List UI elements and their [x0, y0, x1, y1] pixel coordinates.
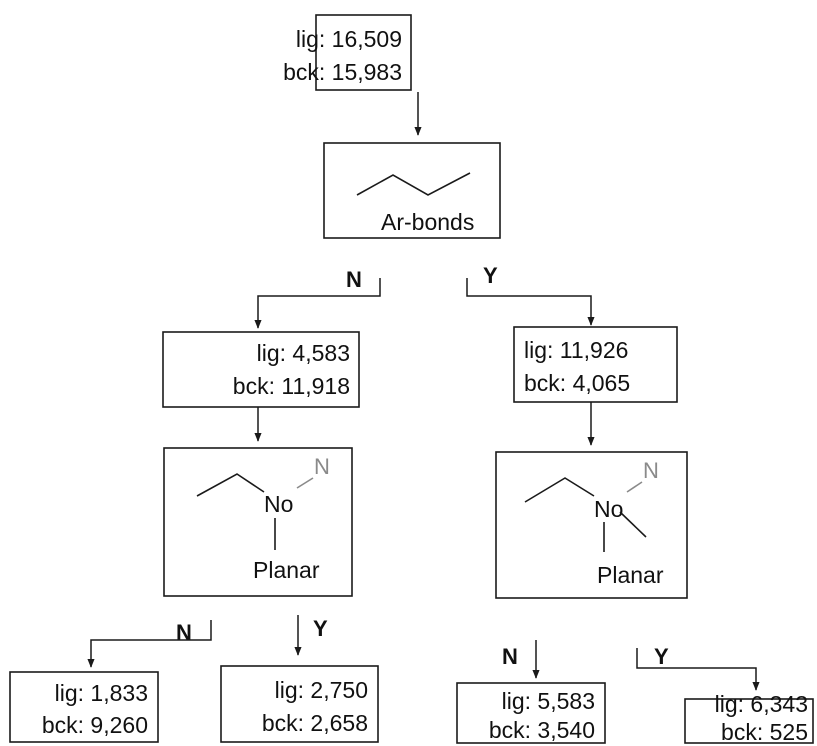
- planar-right-atom: No: [594, 496, 623, 522]
- right-lig: lig: 11,926: [524, 337, 628, 363]
- planar-right-diag-bond: [619, 511, 647, 538]
- branch-label-yes-right: Y: [654, 644, 669, 669]
- edge-ar-yes: [466, 278, 595, 326]
- left-bck: bck: 11,918: [233, 373, 350, 399]
- planar-left-atom: No: [264, 491, 293, 517]
- right-node: lig: 11,926 bck: 4,065: [513, 326, 678, 403]
- rr-bck: bck: 525: [721, 719, 808, 745]
- leaf-node-ll: lig: 1,833 bck: 9,260: [9, 671, 159, 743]
- leaf-node-lr: lig: 2,750 bck: 2,658: [220, 665, 379, 743]
- root-lig: lig: 16,509: [296, 26, 402, 52]
- edge-right-yes: [636, 648, 760, 691]
- planar-left-grey-bond: [296, 477, 314, 489]
- branch-label-no-left: N: [176, 620, 192, 645]
- branch-label-yes: Y: [483, 263, 498, 288]
- planar-left-label: Planar: [253, 557, 320, 583]
- rr-lig: lig: 6,343: [715, 691, 808, 717]
- ar-bonds-split: Ar-bonds: [323, 142, 501, 239]
- branch-label-yes-left: Y: [313, 616, 328, 641]
- lr-lig: lig: 2,750: [275, 677, 368, 703]
- edge-left-no: [87, 620, 212, 668]
- planar-left-neighbor: N: [314, 454, 330, 479]
- branch-label-no: N: [346, 267, 362, 292]
- planar-right-split: No N Planar: [495, 451, 688, 599]
- leaf-node-rr: lig: 6,343 bck: 525: [684, 691, 814, 745]
- leaf-node-rl: lig: 5,583 bck: 3,540: [456, 682, 606, 744]
- root-node: lig: 16,509 bck: 15,983: [283, 14, 412, 91]
- ar-bonds-label: Ar-bonds: [381, 209, 474, 235]
- rl-lig: lig: 5,583: [502, 688, 595, 714]
- planar-right-neighbor: N: [643, 458, 659, 483]
- right-bck: bck: 4,065: [524, 370, 630, 396]
- planar-left-split: No N Planar: [163, 447, 353, 597]
- rl-bck: bck: 3,540: [489, 717, 595, 743]
- ll-bck: bck: 9,260: [42, 712, 148, 738]
- lr-bck: bck: 2,658: [262, 710, 368, 736]
- planar-left-chain: [196, 473, 265, 497]
- left-lig: lig: 4,583: [257, 340, 350, 366]
- planar-right-chain: [524, 477, 595, 503]
- planar-right-label: Planar: [597, 562, 664, 588]
- edge-ar-no: [254, 278, 381, 329]
- ll-lig: lig: 1,833: [55, 680, 148, 706]
- ar-bond-structure: [356, 172, 471, 196]
- branch-label-no-right: N: [502, 644, 518, 669]
- root-bck: bck: 15,983: [283, 59, 402, 85]
- left-node: lig: 4,583 bck: 11,918: [162, 331, 360, 408]
- planar-right-grey-bond: [626, 481, 643, 493]
